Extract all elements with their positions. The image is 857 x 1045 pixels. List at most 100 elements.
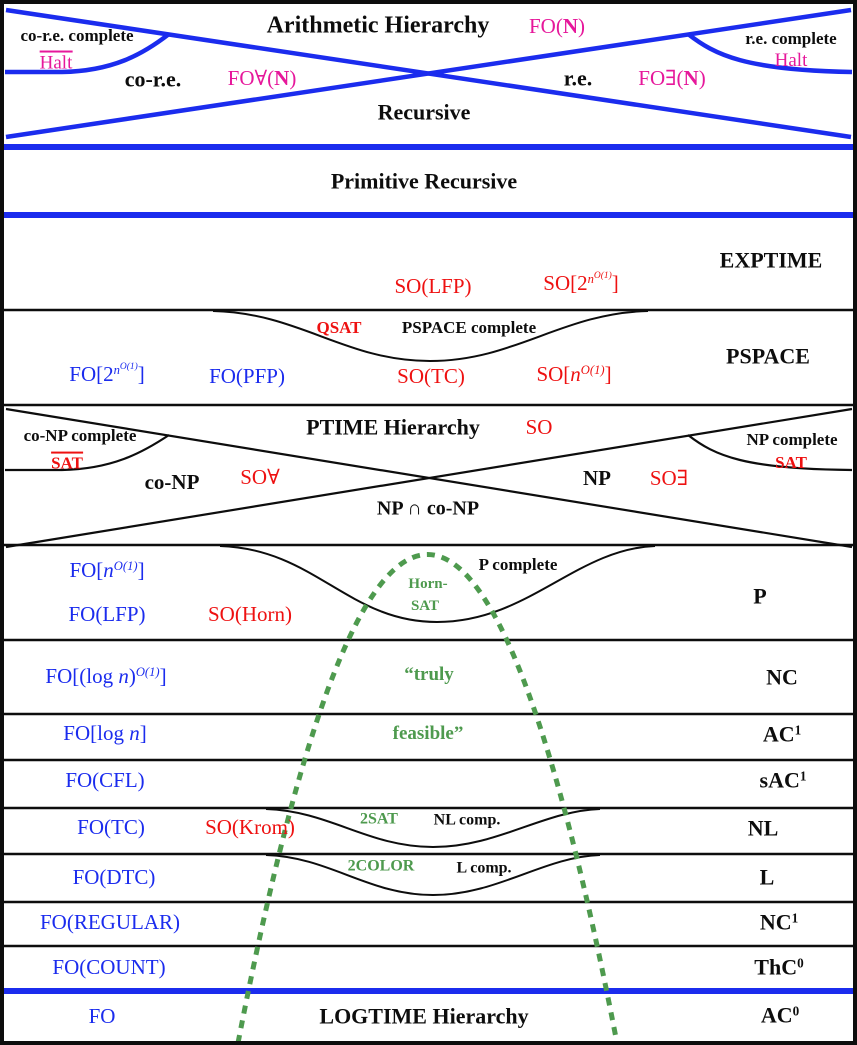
sac1-label: sAC1 bbox=[760, 768, 807, 791]
ptime-ascending-line bbox=[5, 407, 853, 549]
text-part: sAC bbox=[759, 767, 800, 793]
label-fo-regular: FO(REGULAR) bbox=[40, 909, 180, 934]
pspace-label: PSPACE bbox=[726, 343, 810, 369]
co-re-complete-label: co-r.e. complete bbox=[20, 26, 134, 46]
text-part: FO[ bbox=[69, 557, 104, 582]
blue-horizontal-lines bbox=[4, 144, 853, 994]
var-n: n bbox=[118, 663, 129, 688]
nested-superscript: O(1) bbox=[594, 271, 612, 281]
co-np-complete-label: co-NP complete bbox=[23, 426, 137, 446]
np-complete-label: NP complete bbox=[746, 430, 838, 450]
var-n: n bbox=[587, 272, 594, 287]
superscript: O(1) bbox=[114, 559, 138, 573]
text-part: FO[log bbox=[63, 720, 130, 745]
label-fo-2-exp: FO[2nO(1)] bbox=[69, 361, 145, 386]
big-o: O(1) bbox=[119, 362, 138, 373]
2color-label: 2COLOR bbox=[347, 857, 415, 875]
text-part: ] bbox=[139, 720, 147, 745]
text-part: AC bbox=[762, 721, 795, 747]
superscript: 1 bbox=[791, 910, 799, 926]
label-fo-poly: FO[nO(1)] bbox=[69, 559, 144, 581]
big-o: O(1) bbox=[135, 665, 160, 680]
text-part: NC bbox=[759, 909, 792, 935]
label-so-krom: SO(Krom) bbox=[205, 814, 295, 839]
np-cap-co-np-label: NP ∩ co-NP bbox=[376, 497, 480, 520]
np-complete-bubble-line bbox=[687, 434, 853, 472]
text-part: ] bbox=[604, 361, 612, 386]
co-re-complete-bubble-line bbox=[5, 32, 171, 75]
nl-complete-label: NL comp. bbox=[433, 811, 501, 829]
text-part: AC bbox=[760, 1002, 793, 1028]
big-o: O(1) bbox=[113, 559, 138, 574]
p-complete-dip bbox=[219, 545, 656, 624]
nested-superscript: O(1) bbox=[120, 362, 138, 372]
superscript: 0 bbox=[797, 955, 804, 971]
superscript: 1 bbox=[794, 722, 802, 738]
ptime-hierarchy-title: PTIME Hierarchy bbox=[306, 414, 480, 440]
exptime-label: EXPTIME bbox=[719, 247, 823, 273]
complete-problem-dips bbox=[212, 310, 656, 897]
big-o: O(1) bbox=[580, 363, 605, 378]
label-fo-count: FO(COUNT) bbox=[52, 954, 166, 979]
halt-label: Halt bbox=[774, 50, 808, 72]
var-n: n bbox=[103, 557, 114, 582]
superscript: nO(1) bbox=[587, 271, 612, 287]
label-fo-cfl: FO(CFL) bbox=[65, 767, 145, 792]
l-complete-dip bbox=[265, 854, 601, 897]
bold-N: N bbox=[562, 13, 579, 38]
l-label: L bbox=[759, 864, 775, 890]
text-part: ] bbox=[137, 361, 145, 386]
overlined-text: Halt bbox=[39, 50, 73, 74]
p-label: P bbox=[753, 583, 767, 609]
bold-N: N bbox=[274, 65, 290, 90]
re-complete-label: r.e. complete bbox=[745, 29, 837, 49]
nl-label: NL bbox=[747, 815, 779, 841]
co-np-label: co-NP bbox=[144, 469, 200, 494]
text-part: SO[2 bbox=[543, 270, 588, 295]
label-fo-log: FO[log n] bbox=[63, 722, 146, 744]
truly-feasible-parabola bbox=[235, 552, 620, 1044]
logtime-hierarchy-label: LOGTIME Hierarchy bbox=[319, 1003, 529, 1029]
text-part: FO∃( bbox=[638, 65, 684, 90]
text-part: ) bbox=[289, 65, 297, 90]
superscript: nO(1) bbox=[113, 362, 138, 378]
l-complete-label: L comp. bbox=[456, 859, 512, 877]
text-part: FO∀( bbox=[227, 65, 275, 90]
text-part: ) bbox=[578, 13, 586, 38]
label-fo: FO bbox=[88, 1003, 116, 1028]
label-so-poly: SO[nO(1)] bbox=[536, 363, 611, 385]
ptime-hierarchy-diagonals bbox=[5, 407, 853, 549]
pspace-complete-label: PSPACE complete bbox=[401, 318, 537, 338]
var-n: n bbox=[570, 361, 581, 386]
text-part: SO[ bbox=[536, 361, 571, 386]
horn-sat-label-line1: Horn- bbox=[408, 576, 448, 593]
label-fo-dtc: FO(DTC) bbox=[72, 864, 156, 889]
arithmetic-blue-diagonals bbox=[5, 7, 853, 140]
label-fo-forall-N: FO∀(N) bbox=[228, 67, 297, 89]
label-so-tc: SO(TC) bbox=[397, 363, 465, 388]
text-part: ] bbox=[611, 270, 619, 295]
overlined-text: SAT bbox=[51, 451, 83, 473]
re-complete-bubble-line bbox=[686, 32, 853, 75]
p-complete-label: P complete bbox=[478, 555, 558, 575]
label-fo-exists-N: FO∃(N) bbox=[638, 67, 705, 89]
co-re-label: co-r.e. bbox=[124, 66, 182, 92]
arithmetic-hierarchy-title: Arithmetic Hierarchy bbox=[266, 12, 490, 39]
nc1-label: NC1 bbox=[760, 910, 798, 933]
halt-bar-label: Halt bbox=[39, 50, 73, 74]
text-part: ) bbox=[128, 663, 136, 688]
qsat-label: QSAT bbox=[316, 318, 362, 338]
label-fo-tc: FO(TC) bbox=[77, 814, 145, 839]
label-so-forall: SO∀ bbox=[240, 464, 280, 489]
pspace-complete-dip bbox=[212, 310, 649, 363]
label-so-horn: SO(Horn) bbox=[208, 601, 292, 626]
superscript: 1 bbox=[799, 768, 807, 784]
label-fo-polylog: FO[(log n)O(1)] bbox=[45, 665, 166, 687]
label-so-lfp: SO(LFP) bbox=[394, 273, 472, 298]
label-fo-lfp: FO(LFP) bbox=[68, 601, 146, 626]
bold-N: N bbox=[683, 65, 699, 90]
var-n: n bbox=[113, 363, 120, 378]
